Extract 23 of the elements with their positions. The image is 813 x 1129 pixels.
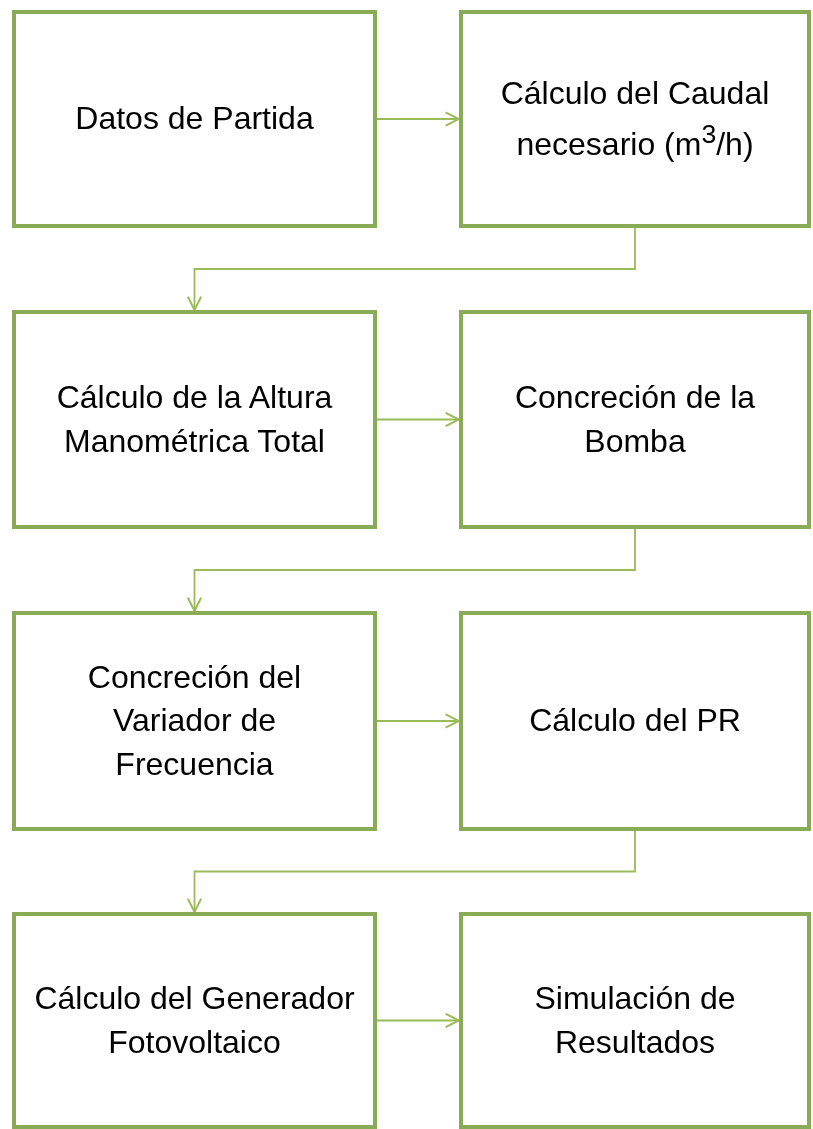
process-box	[459, 310, 811, 529]
process-box	[12, 310, 377, 529]
step-label: Cálculo del PR	[528, 701, 742, 741]
step-label: Simulación de Resultados	[533, 979, 737, 1062]
process-box	[12, 912, 377, 1129]
step-label: Cálculo del Generador Fotovoltaico	[33, 979, 356, 1062]
process-box	[459, 912, 811, 1129]
step-label: Cálculo del Caudal necesario (m$^{3}$/h)	[499, 74, 771, 164]
arrow	[186, 830, 636, 913]
process-box	[459, 10, 811, 228]
arrow	[376, 411, 460, 428]
step-label: Cálculo de la Altura Manométrica Total	[55, 378, 334, 461]
arrow	[376, 111, 460, 127]
arrow	[186, 528, 636, 612]
step-label: Concreción de la Bomba	[513, 378, 757, 461]
step-label: Datos de Partida	[74, 99, 315, 139]
arrow	[376, 713, 460, 729]
arrow	[186, 227, 636, 311]
process-box	[12, 10, 377, 228]
arrow	[376, 1012, 460, 1029]
process-box	[12, 611, 377, 831]
step-label: Concreción del Variador de Frecuencia	[86, 658, 303, 784]
process-box	[459, 611, 811, 831]
